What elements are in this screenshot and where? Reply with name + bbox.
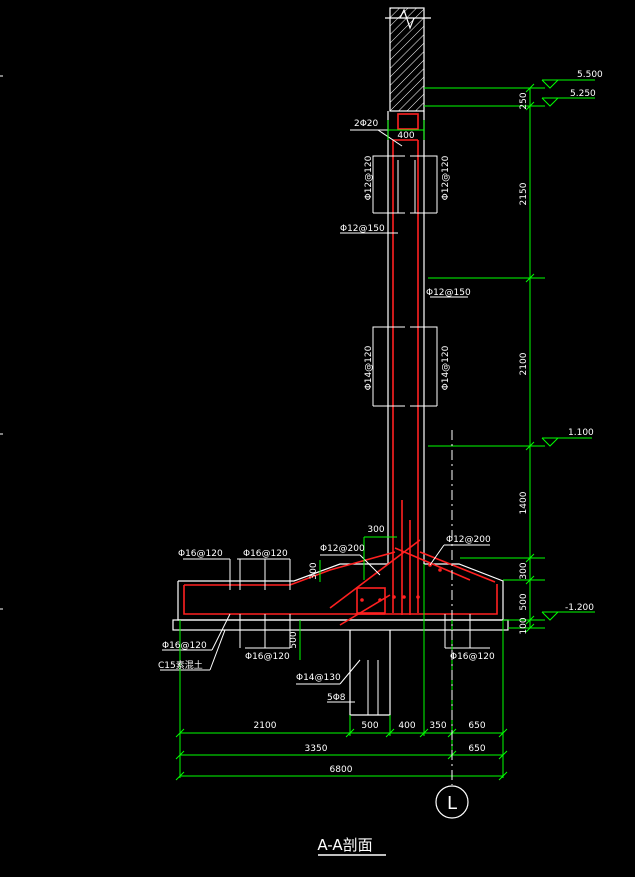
label-wall-inner-lower: Φ14@120 [441,345,451,390]
hdim-row1-4: 650 [468,721,485,731]
label-blinding: C15素混土 [158,659,203,671]
leader-lines [160,87,490,715]
label-wall-dist-2: Φ12@150 [426,288,471,298]
label-heel-bottom: Φ16@120 [162,641,207,651]
vdim-500: 500 [519,593,529,610]
rebar-dots [360,563,442,602]
hdim-row3-0: 6800 [330,765,353,775]
hdim-row1-0: 2100 [254,721,277,731]
axis-label: L [447,793,457,814]
hdim-row1-3: 350 [429,721,446,731]
elev-neg1200: -1.200 [565,603,594,613]
elev-5250: 5.250 [570,89,596,99]
elev-1100: 1.100 [568,428,594,438]
hdim-row1-1: 500 [361,721,378,731]
elev-5500: 5.500 [577,70,603,80]
label-heel-bottom-2: Φ16@120 [245,652,290,662]
parapet-stirrup [397,113,419,130]
hdim-row2-1: 650 [468,744,485,754]
label-wall-inner-upper: Φ12@120 [441,155,451,200]
sdim-300: 300 [309,562,319,579]
axis-bubble [435,785,469,819]
label-wall-outer-upper: Φ12@120 [364,155,374,200]
hdim-row2-0: 3350 [305,744,328,754]
sdim-500: 500 [289,631,299,648]
dimension-lines [175,79,595,781]
vdim-2100: 2100 [519,352,529,375]
rebar-lines [183,113,498,626]
label-heel-top-1: Φ16@120 [178,549,223,559]
concrete-outline [172,7,509,716]
vdim-300: 300 [519,562,529,579]
label-haunch-left: Φ12@200 [320,544,365,554]
break-symbol [385,8,431,30]
label-wall-dist-1: Φ12@150 [340,224,385,234]
drawing-title: A-A剖面 [317,836,372,854]
label-heel-top-2: Φ16@120 [243,549,288,559]
label-wall-outer-lower: Φ14@120 [364,345,374,390]
label-haunch-right: Φ12@200 [446,535,491,545]
hdim-row1-2: 400 [398,721,415,731]
vdim-2150: 2150 [519,182,529,205]
vdim-250: 250 [519,92,529,109]
label-key-stirrups: 5Φ8 [327,693,346,703]
label-key-bars: Φ14@130 [296,673,341,683]
hdim-haunch-300: 300 [367,525,384,535]
label-toe-bottom: Φ16@120 [450,652,495,662]
edge-ticks [0,75,3,610]
parapet-block [389,7,425,112]
hdim-top-400: 400 [397,131,414,141]
vdim-1400: 1400 [519,491,529,514]
vdim-100: 100 [519,617,529,634]
label-top-bars: 2Φ20 [354,119,379,129]
